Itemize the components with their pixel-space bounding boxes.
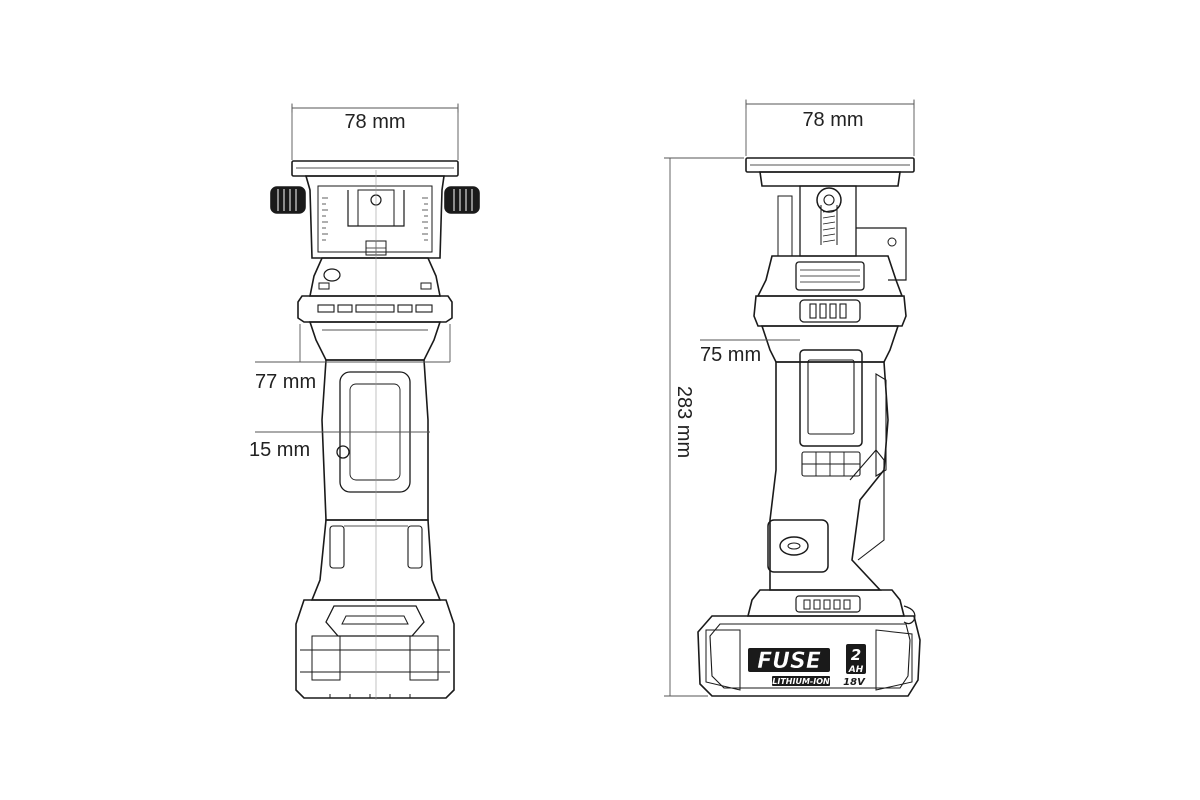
- front-button-offset-label: 15 mm: [249, 439, 310, 461]
- battery-branding: FUSE 2 AH LITHIUM-ION 18V: [748, 644, 866, 688]
- battery-brand: FUSE: [757, 649, 821, 674]
- front-right-knob: [444, 186, 480, 214]
- front-head: [304, 175, 445, 259]
- side-display-panel: [799, 349, 863, 447]
- side-top-width-label: 78 mm: [802, 109, 863, 131]
- front-collar: [297, 295, 453, 323]
- battery-voltage: 18V: [843, 677, 866, 688]
- battery-capacity-unit: AH: [848, 665, 864, 675]
- side-battery: [697, 615, 921, 697]
- side-mid-width-label: 75 mm: [700, 344, 761, 366]
- front-side-button: [336, 445, 350, 459]
- side-body: [769, 361, 889, 591]
- front-mid-width-label: 77 mm: [255, 371, 316, 393]
- front-view: [270, 160, 480, 700]
- side-switch: [767, 519, 829, 573]
- front-battery: [295, 599, 455, 699]
- battery-chemistry: LITHIUM-ION: [772, 677, 830, 686]
- front-top-width-label: 78 mm: [344, 111, 405, 133]
- side-dimensions: [664, 99, 915, 697]
- front-dimensions: [255, 103, 459, 433]
- side-collar: [753, 295, 907, 327]
- side-height-label: 283 mm: [673, 386, 695, 458]
- side-view: [697, 157, 921, 697]
- front-top-plate: [291, 160, 459, 177]
- front-left-knob: [270, 186, 306, 214]
- battery-capacity: 2: [851, 646, 861, 664]
